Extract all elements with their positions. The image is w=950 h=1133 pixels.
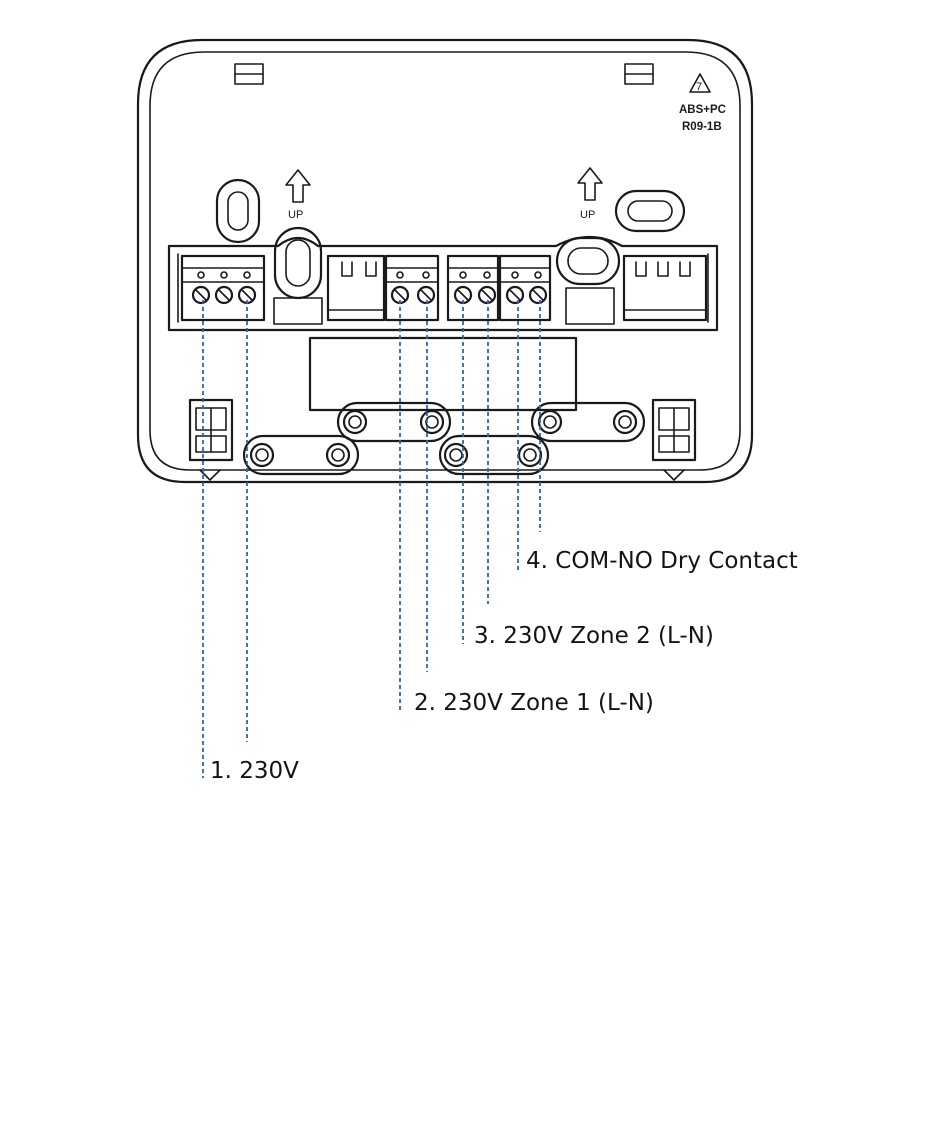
mounting-slot-right	[616, 191, 684, 231]
terminal-block-zone-2	[448, 256, 498, 320]
cable-clamp-4	[532, 403, 644, 441]
connector-blank-right	[624, 256, 706, 320]
up-arrow-icon	[286, 170, 310, 202]
cable-clamp-1	[244, 436, 358, 474]
connector-blank-left	[328, 256, 384, 320]
recycling-icon: 7	[690, 74, 710, 93]
svg-text:7: 7	[696, 81, 702, 93]
terminal-block-dry-contact	[500, 256, 550, 320]
terminal-label-1: 1. 230V	[210, 758, 299, 784]
terminal-block-zone-1	[386, 256, 438, 320]
terminal-block-230v	[182, 256, 264, 320]
center-recess	[310, 338, 576, 410]
top-clip-left	[235, 64, 263, 84]
up-label-left: UP	[288, 209, 303, 221]
terminal-label-4: 4. COM-NO Dry Contact	[526, 548, 798, 574]
back-plate	[138, 40, 752, 482]
cable-clamp-2	[338, 403, 450, 441]
up-arrow-icon	[578, 168, 602, 200]
latch-right	[653, 400, 695, 480]
center-slot-right	[557, 238, 619, 324]
mounting-slot-left	[217, 180, 259, 242]
latch-left	[190, 400, 232, 480]
terminal-label-3: 3. 230V Zone 2 (L-N)	[474, 623, 714, 649]
up-label-right: UP	[580, 209, 595, 221]
material-marking: ABS+PC	[679, 104, 726, 116]
cable-clamp-3	[440, 436, 548, 474]
top-clip-right	[625, 64, 653, 84]
terminal-housing	[169, 237, 717, 330]
model-marking: R09-1B	[682, 121, 722, 133]
terminal-label-2: 2. 230V Zone 1 (L-N)	[414, 690, 654, 716]
